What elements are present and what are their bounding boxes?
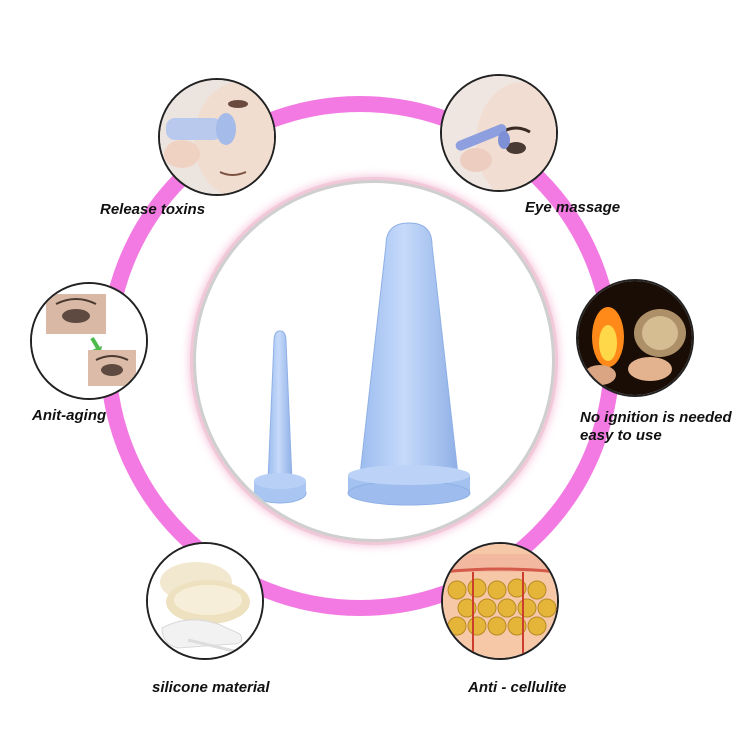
eye-massage-caption: Eye massage <box>525 199 621 216</box>
large-cup <box>347 222 471 506</box>
silicone-cups-image <box>253 222 471 506</box>
flame-glass-cup-icon <box>578 281 692 395</box>
eye-cupping-icon <box>442 76 556 190</box>
anti-cellulite-caption: Anti - cellulite <box>468 679 567 696</box>
release-toxins-caption: Release toxins <box>100 201 206 218</box>
skin-cross-section-icon <box>443 544 557 658</box>
product-circle <box>193 180 555 542</box>
no-ignition-caption-line2: easy to use <box>580 427 662 444</box>
silicone-material-caption: silicone material <box>152 679 270 696</box>
silicone-pads-gloves-icon <box>148 544 262 658</box>
anti-aging-caption: Anit-aging <box>32 407 107 424</box>
face-cupping-cheek-icon <box>160 80 274 194</box>
small-cup <box>253 330 307 504</box>
eye-massage-thumbnail <box>440 74 558 192</box>
no-ignition-caption-line1: No ignition is needed <box>580 409 732 426</box>
no-ignition-thumbnail <box>576 279 694 397</box>
anti-cellulite-thumbnail <box>441 542 559 660</box>
anti-aging-thumbnail <box>30 282 148 400</box>
eye-before-after-icon <box>32 284 146 398</box>
release-toxins-thumbnail <box>158 78 276 196</box>
silicone-material-thumbnail <box>146 542 264 660</box>
